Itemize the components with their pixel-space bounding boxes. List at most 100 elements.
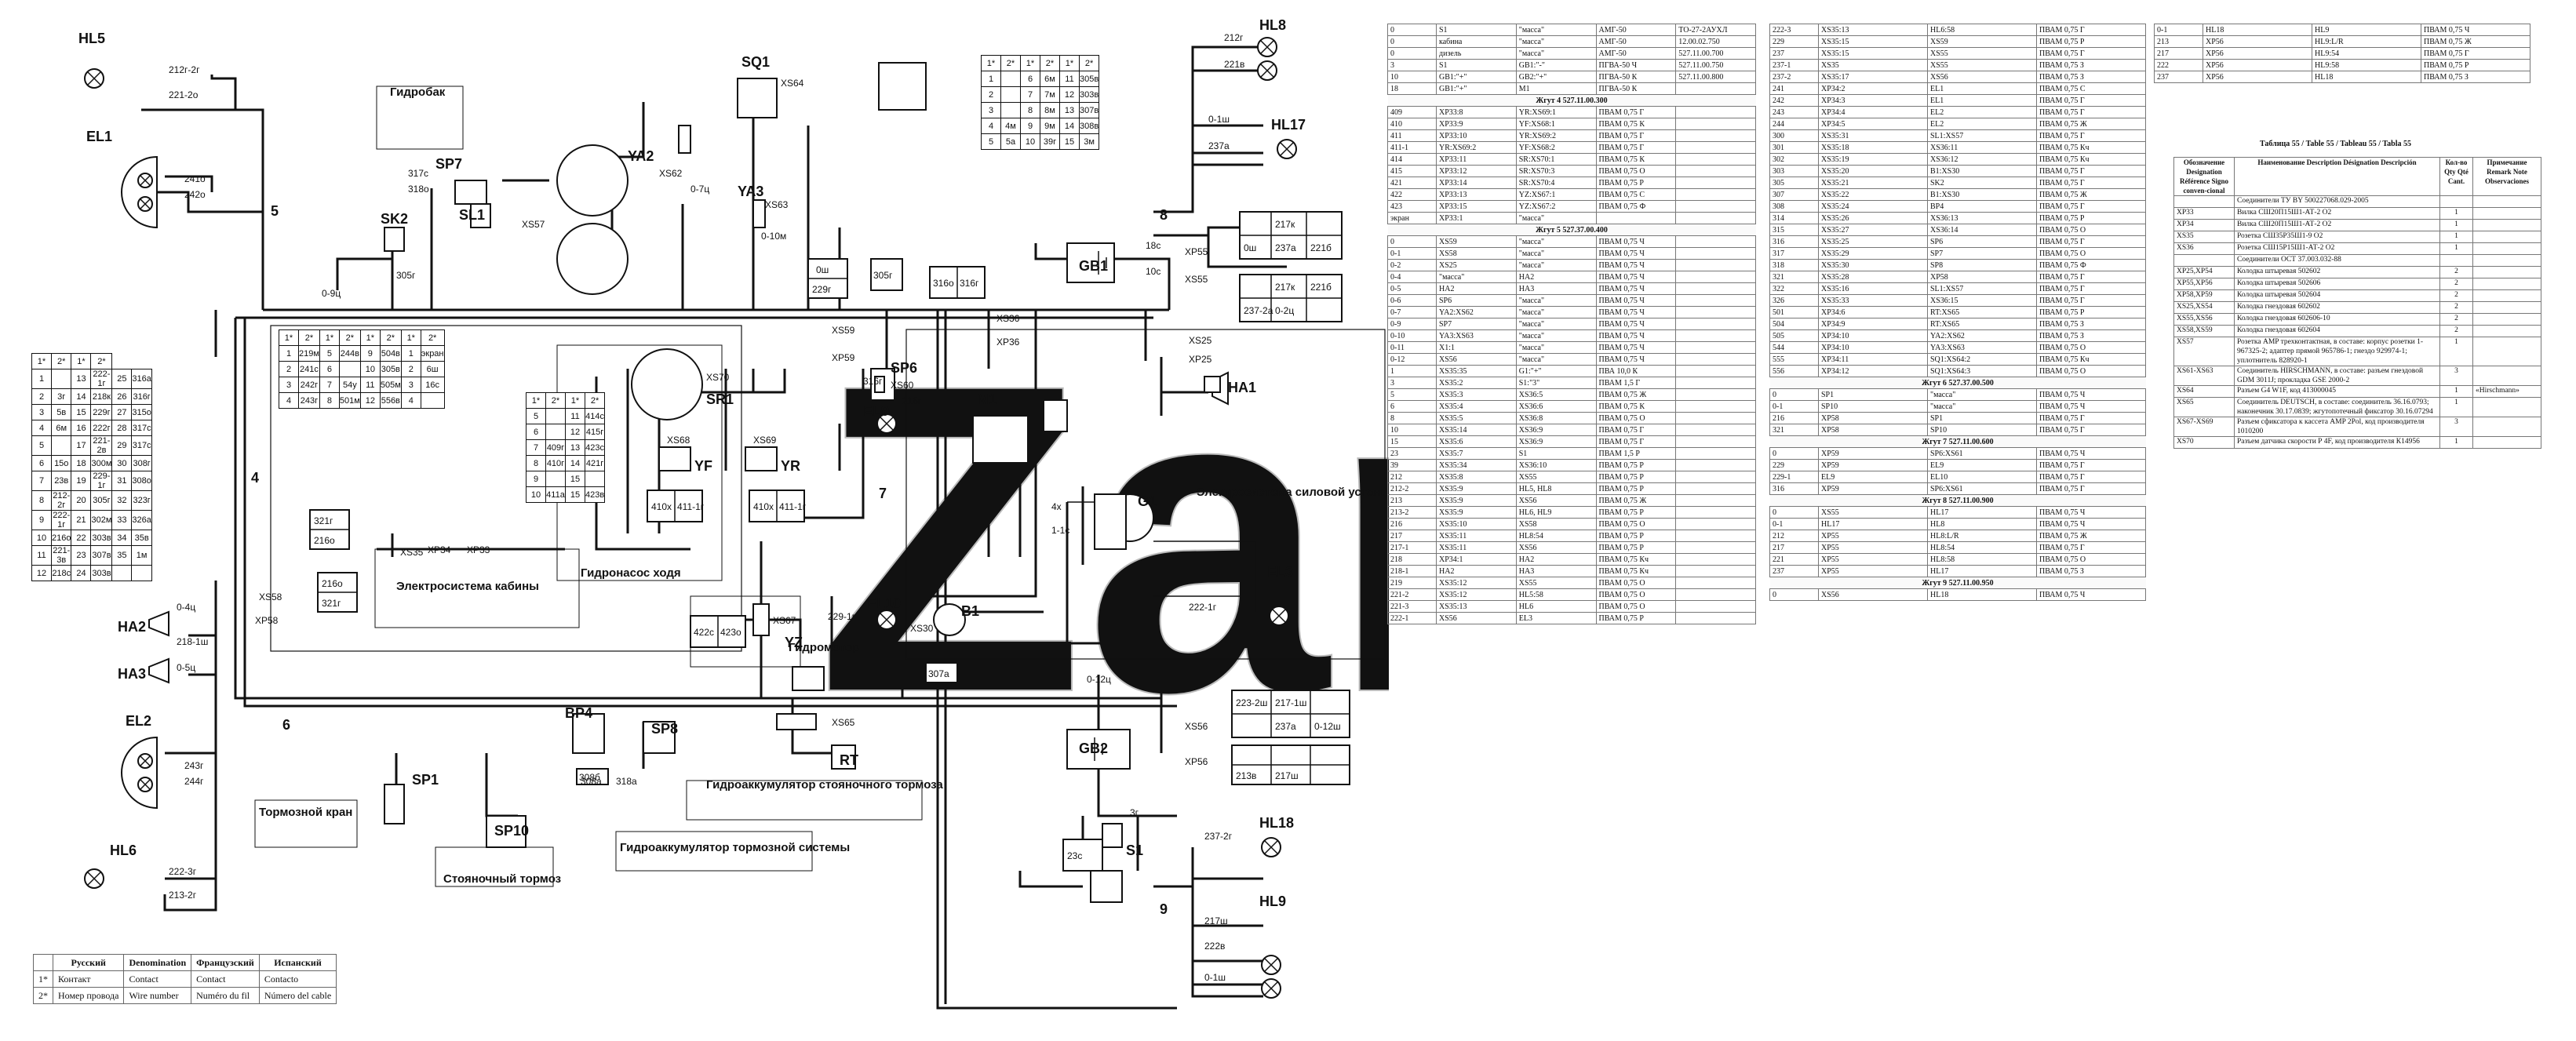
wire-mark: 318о <box>408 184 429 195</box>
wire-cell: ПВАМ 0,75 Ч <box>1595 306 1677 318</box>
grid-cell <box>545 408 566 424</box>
table55-cell <box>2472 254 2541 267</box>
wire-mark: 241о <box>184 173 206 184</box>
harness-heading-row: Жгут 8 527.11.00.900 <box>1769 494 2146 507</box>
label-sl1: SL1 <box>459 207 485 223</box>
wire-cell: 302 <box>1769 153 1819 166</box>
table55-cell <box>2472 397 2541 417</box>
wire-cell: ПВАМ 0,75 Ч <box>1595 353 1677 366</box>
wire-cell: ПВАМ 0,75 З <box>2036 329 2146 342</box>
wire-cell: SP6 <box>1927 235 2037 248</box>
wire-cell: XS35:25 <box>1818 235 1928 248</box>
grid-cell <box>545 424 566 440</box>
wire-cell: ПВАМ 0,75 Р <box>1595 506 1677 519</box>
wire-cell: 322 <box>1769 282 1819 295</box>
table55-cell: XP33 <box>2173 207 2235 220</box>
wire-cell <box>1675 271 1756 283</box>
grid-cell: 8 <box>526 455 546 471</box>
wire-cell: BP4 <box>1927 200 2037 213</box>
wire-cell: XS36:14 <box>1927 224 2037 236</box>
grid-cell: 12 <box>1059 86 1080 103</box>
wire-cell: 0-5 <box>1387 282 1437 295</box>
wire-cell: 222-3 <box>1769 24 1819 36</box>
wire-cell: 243 <box>1769 106 1819 118</box>
grid-cell: 218с <box>50 565 72 581</box>
table55-cell: Разъем G4 W1F, код 413000045 <box>2234 385 2440 398</box>
wire-cell: 15 <box>1387 435 1437 448</box>
grid-cell: 5 <box>981 133 1001 150</box>
wire-cell: 0-9 <box>1387 318 1437 330</box>
grid-cell: 307в <box>90 545 113 566</box>
wire-cell: HL8:L/R <box>1927 530 2037 542</box>
grid-cell: 1* <box>1020 55 1040 71</box>
wire-cell: 0 <box>1769 588 1819 601</box>
wire-cell: 222 <box>2154 59 2203 71</box>
wire-cell: M1 <box>1515 82 1597 95</box>
subsystem-power: Электросистема силовой установки <box>1197 486 1389 499</box>
wire-cell: 0 <box>1387 35 1437 48</box>
wire-cell: 237-1 <box>1769 59 1819 71</box>
wire-cell: XP58 <box>1927 271 2037 283</box>
grid-cell: 421г <box>584 455 606 471</box>
wire-cell: XS59 <box>1436 235 1517 248</box>
wire-cell: XS35:26 <box>1818 212 1928 224</box>
wire-mark: 317с <box>408 168 428 179</box>
wire-cell: "масса" <box>1515 35 1597 48</box>
wire-mark: 213-2г <box>169 890 197 901</box>
subsystem-cab: Электросистема кабины <box>396 580 539 593</box>
wire-cell: 237 <box>1769 47 1819 60</box>
wire-cell <box>1675 259 1756 271</box>
wire-cell: YA3:XS63 <box>1436 329 1517 342</box>
grid-cell: 8м <box>1040 102 1060 118</box>
grid-cell: 25 <box>111 369 133 389</box>
wire-cell: SP10 <box>1818 400 1928 413</box>
wire-cell: 0 <box>1769 447 1819 460</box>
label-xs36: XS36 <box>997 313 1020 324</box>
wire-cell: XS35:7 <box>1436 447 1517 460</box>
wire-cell: ПВАМ 0,75 Г <box>2036 177 2146 189</box>
wire-cell: XS35:30 <box>1818 259 1928 271</box>
table55-row: Соединители ТУ BY 500227068.029-2005 <box>2173 195 2541 208</box>
wire-cell: XS35:22 <box>1818 188 1928 201</box>
wire-cell: XS55 <box>1818 506 1928 519</box>
grid-cell: 3 <box>31 404 52 420</box>
wire-cell: 411-1 <box>1387 141 1437 154</box>
wire-cell <box>1675 165 1756 177</box>
wire-cell: SP6:XS61 <box>1927 447 2037 460</box>
label-el3: EL3 <box>1267 564 1293 580</box>
grid-cell: 3 <box>400 377 421 393</box>
wire-cell <box>1675 577 1756 589</box>
table55-cell: Разъем датчика скорости Р 4F, код произв… <box>2234 436 2440 449</box>
table55-cell: 2 <box>2439 266 2473 278</box>
wire-cell: ПВАМ 0,75 С <box>1595 188 1677 201</box>
legend-cell: 1* <box>33 970 53 988</box>
wire-cell: 300 <box>1769 129 1819 142</box>
wire-cell: XP34:9 <box>1818 318 1928 330</box>
label-xs70: XS70 <box>706 372 730 383</box>
wire-cell: G1:"+" <box>1515 365 1597 377</box>
wire-cell: 217-1 <box>1387 541 1437 554</box>
wire-cell: ПВАМ 0,75 Р <box>1595 471 1677 483</box>
wire-cell: ПВАМ 0,75 Ж <box>2421 35 2530 48</box>
box-321r2: 321г <box>322 598 341 609</box>
box-411-1r2: 411-1г <box>779 501 807 512</box>
wire-cell: 221 <box>1769 553 1819 566</box>
wire-cell: 409 <box>1387 106 1437 118</box>
wire-cell: ПГВА-50 К <box>1595 82 1677 95</box>
label-xs68: XS68 <box>667 435 690 446</box>
grid-cell: 6 <box>319 361 340 377</box>
grid-cell: 23 <box>71 545 92 566</box>
connector-boxes: 321г 216о 216о 321г 410х 411-1г 410х 411… <box>309 211 1350 872</box>
wire-mark: 229-1г <box>828 611 856 622</box>
